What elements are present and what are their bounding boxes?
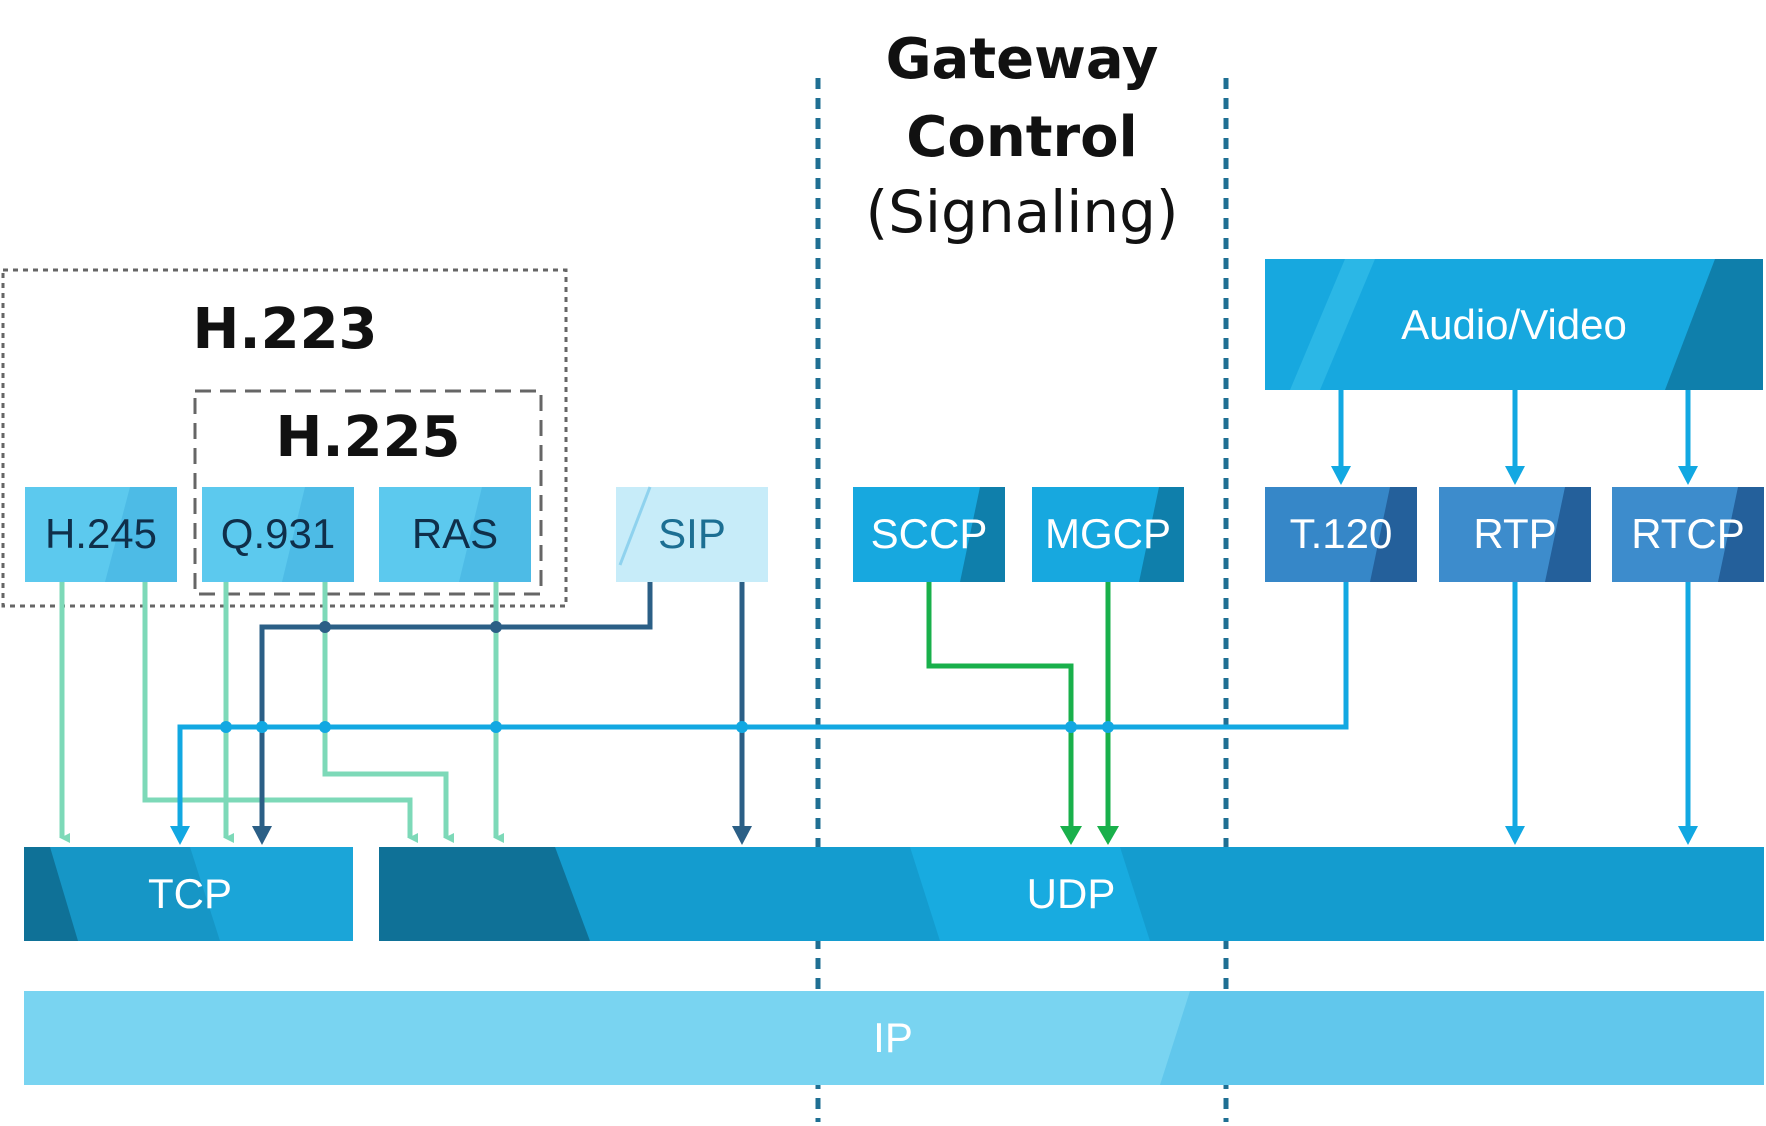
- t120-label: T.120: [1290, 510, 1393, 557]
- t120-tcp-arrowhead: [170, 826, 190, 845]
- rtcp-udp-arrowhead: [1678, 826, 1698, 845]
- rtp-box: RTP: [1439, 487, 1591, 582]
- rtp-udp-arrowhead: [1505, 826, 1525, 845]
- title-line-1: Gateway: [886, 27, 1159, 92]
- mint-connectors: [59, 582, 504, 843]
- mgcp-arrowhead: [1097, 826, 1119, 845]
- navy-connectors: [259, 582, 745, 828]
- audio-video-label: Audio/Video: [1401, 301, 1627, 348]
- sccp-arrowhead: [1060, 826, 1082, 845]
- t120-box: T.120: [1265, 487, 1417, 582]
- sip-label: SIP: [658, 510, 726, 557]
- tcp-layer: TCP: [24, 847, 353, 941]
- sip-box: SIP: [616, 486, 768, 582]
- rtcp-box: RTCP: [1612, 487, 1764, 582]
- tcp-label: TCP: [148, 870, 232, 917]
- audio-video-box: Audio/Video: [1265, 259, 1763, 390]
- sip-udp-arrowhead: [732, 826, 752, 845]
- blue-connectors: [177, 390, 1691, 828]
- ip-layer: IP: [24, 991, 1764, 1085]
- av-rtcp-arrowhead: [1678, 466, 1698, 485]
- mgcp-box: MGCP: [1032, 487, 1184, 582]
- junction-dots: [220, 621, 1114, 733]
- h223-group-outline: [1, 268, 568, 608]
- ras-label: RAS: [412, 510, 498, 557]
- title-subtitle: (Signaling): [865, 178, 1178, 246]
- h223-label: H.223: [192, 297, 377, 362]
- ras-box: RAS: [379, 487, 531, 582]
- q931-label: Q.931: [221, 510, 335, 557]
- title-line-2: Control: [906, 105, 1138, 170]
- rtp-label: RTP: [1473, 510, 1556, 557]
- udp-layer: UDP: [379, 847, 1764, 941]
- green-connectors: [926, 582, 1111, 828]
- h245-label: H.245: [45, 510, 157, 557]
- h225-label: H.225: [275, 405, 460, 470]
- sip-tcp-arrowhead: [252, 826, 272, 845]
- sccp-box: SCCP: [853, 487, 1005, 582]
- av-rtp-arrowhead: [1505, 466, 1525, 485]
- udp-label: UDP: [1027, 870, 1116, 917]
- q931-box: Q.931: [202, 487, 354, 582]
- rtcp-label: RTCP: [1631, 510, 1745, 557]
- ip-label: IP: [873, 1014, 913, 1061]
- av-t120-arrowhead: [1331, 466, 1351, 485]
- h245-box: H.245: [25, 487, 177, 582]
- mgcp-label: MGCP: [1045, 510, 1171, 557]
- sccp-label: SCCP: [871, 510, 988, 557]
